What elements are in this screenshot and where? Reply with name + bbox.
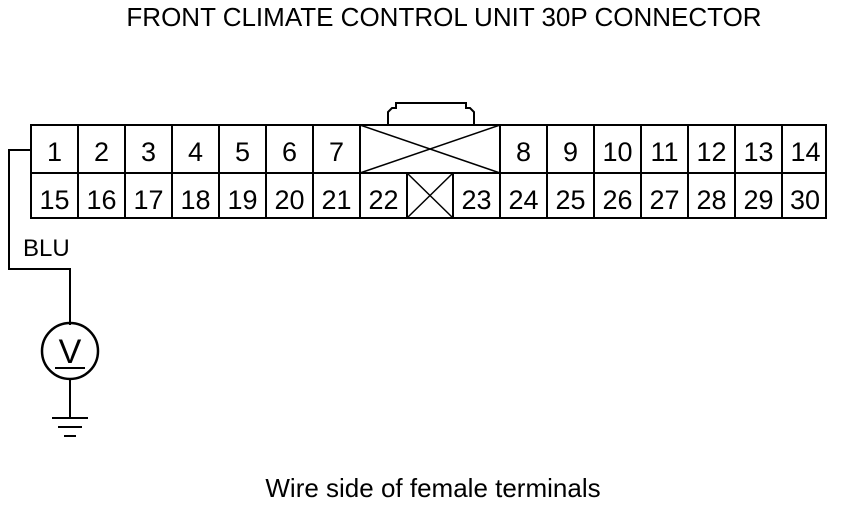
terminal-12: 12 [696,137,726,167]
terminal-14: 14 [790,137,820,167]
terminal-24: 24 [508,185,538,215]
terminal-6: 6 [282,137,297,167]
cross-icon [406,172,454,219]
terminal-28: 28 [696,185,726,215]
terminal-19: 19 [227,185,257,215]
terminal-16: 16 [86,185,116,215]
voltmeter-icon: V [40,321,100,381]
voltmeter-symbol: V [59,333,82,371]
terminal-25: 25 [555,185,585,215]
terminal-27: 27 [649,185,679,215]
terminal-18: 18 [180,185,210,215]
terminal-7: 7 [329,137,344,167]
terminal-10: 10 [602,137,632,167]
terminal-22: 22 [368,185,398,215]
terminal-20: 20 [274,185,304,215]
terminal-5: 5 [235,137,250,167]
diagram-title: FRONT CLIMATE CONTROL UNIT 30P CONNECTOR [126,2,761,32]
probe-wire [8,149,71,325]
connector-lock-tab-icon [387,102,475,125]
ground-icon [52,379,88,437]
terminal-17: 17 [133,185,163,215]
terminal-30: 30 [790,185,820,215]
cross-icon [359,124,501,174]
terminal-8: 8 [516,137,531,167]
terminal-29: 29 [743,185,773,215]
connector-body [30,124,827,219]
terminal-3: 3 [141,137,156,167]
diagram-caption: Wire side of female terminals [265,473,600,503]
terminal-2: 2 [94,137,109,167]
terminal-1: 1 [47,137,62,167]
terminal-11: 11 [650,137,678,167]
terminal-21: 21 [321,185,351,215]
terminal-13: 13 [743,137,773,167]
terminal-26: 26 [602,185,632,215]
terminal-9: 9 [563,137,578,167]
terminal-15: 15 [39,185,69,215]
wire-color-label: BLU [23,235,70,262]
terminal-row-bottom: 15 16 17 18 19 20 21 22 23 24 25 26 27 28 29 30 [39,172,820,219]
terminal-23: 23 [461,185,491,215]
terminal-4: 4 [188,137,203,167]
